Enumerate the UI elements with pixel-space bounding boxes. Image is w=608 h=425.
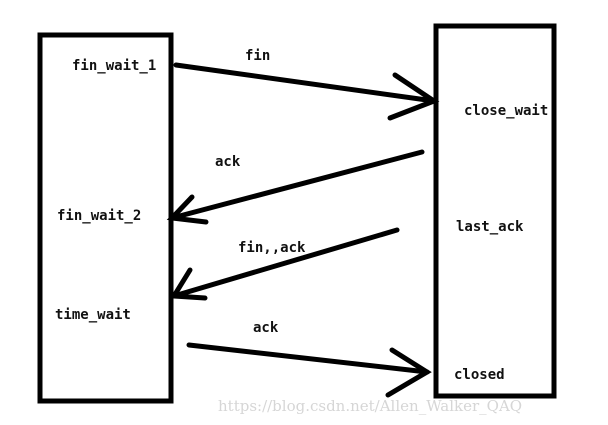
message-fin-ack: fin,,ack xyxy=(238,240,306,256)
message-ack-2: ack xyxy=(253,320,279,336)
arrow-fin xyxy=(173,62,440,121)
message-fin: fin xyxy=(245,48,271,64)
watermark: https://blog.csdn.net/Allen_Walker_QAQ xyxy=(218,397,523,415)
state-fin-wait-2: fin_wait_2 xyxy=(57,208,142,224)
state-close-wait: close_wait xyxy=(464,103,549,119)
right-state-box xyxy=(433,23,557,399)
state-closed: closed xyxy=(454,367,505,383)
state-fin-wait-1: fin_wait_1 xyxy=(72,58,157,74)
arrow-ack-1 xyxy=(166,149,425,225)
message-ack-1: ack xyxy=(215,154,241,170)
arrow-ack-2 xyxy=(186,342,432,398)
state-last-ack: last_ack xyxy=(456,219,524,235)
state-time-wait: time_wait xyxy=(55,307,131,323)
arrow-fin-ack xyxy=(169,227,400,301)
